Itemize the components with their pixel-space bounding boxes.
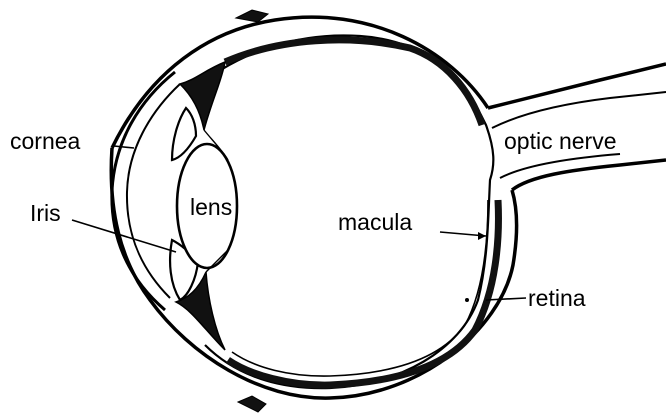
optic-nerve-inner-upper xyxy=(492,92,666,128)
label-iris: Iris xyxy=(30,200,61,226)
cornea-leader xyxy=(114,146,134,148)
retina-leader-dot xyxy=(465,298,469,302)
label-optic-nerve: optic nerve xyxy=(504,128,617,154)
cornea-outer xyxy=(112,72,175,310)
muscle-mark-bottom xyxy=(238,396,266,412)
label-retina: retina xyxy=(528,285,586,311)
macula-leader-arrow xyxy=(478,232,486,240)
label-macula: macula xyxy=(338,209,412,235)
sclera-outer-upper xyxy=(112,17,488,148)
muscle-mark-top xyxy=(236,10,268,22)
label-cornea: cornea xyxy=(10,128,80,154)
choroid-band-upper xyxy=(225,40,482,125)
optic-nerve-upper-edge xyxy=(488,64,666,108)
label-lens: lens xyxy=(190,194,232,220)
retina-leader xyxy=(486,298,526,300)
optic-nerve-lower-edge xyxy=(512,160,666,190)
